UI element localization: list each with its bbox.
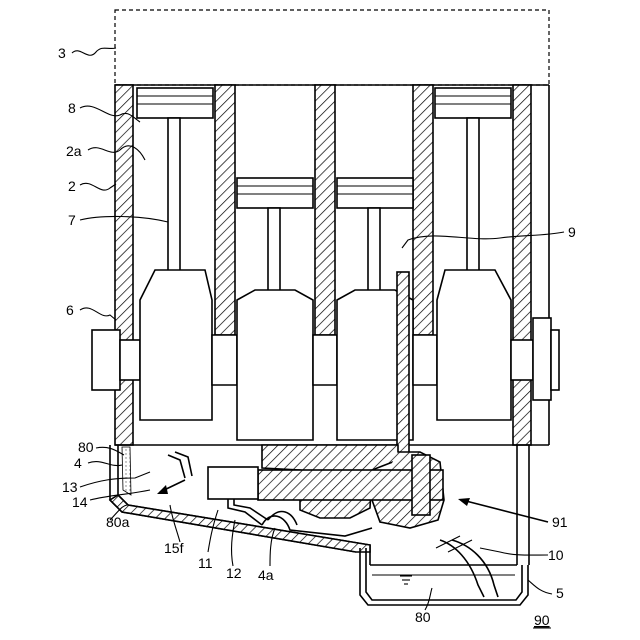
figure-number: 90 [534, 612, 550, 628]
label-80a: 80a [106, 514, 130, 530]
label-2a: 2a [66, 143, 82, 159]
label-10: 10 [548, 547, 564, 563]
cylinder-wall-2 [315, 85, 335, 335]
label-7: 7 [68, 212, 76, 228]
label-8: 8 [68, 100, 76, 116]
region-arrow [462, 500, 548, 522]
cylinder-wall-right [513, 85, 531, 445]
oil-level-symbol [400, 576, 412, 584]
label-3: 3 [58, 45, 66, 61]
label-12: 12 [226, 565, 242, 581]
oil-pump-body [208, 467, 258, 499]
label-13: 13 [62, 479, 78, 495]
cylinder-wall-1 [215, 85, 235, 335]
cylinder-wall-left [115, 85, 133, 445]
label-15f: 15f [164, 540, 184, 556]
drive-gear [412, 455, 430, 515]
region-arrowhead [458, 498, 470, 506]
label-2: 2 [68, 178, 76, 194]
cylinder-head-outline [115, 10, 549, 85]
label-9: 9 [568, 224, 576, 240]
oil-flow-arrowhead [157, 485, 168, 494]
label-80-top: 80 [78, 439, 94, 455]
label-11: 11 [198, 555, 213, 571]
label-4a: 4a [258, 567, 274, 583]
label-14: 14 [72, 494, 88, 510]
strainer-pipe [436, 536, 498, 597]
label-80-bottom: 80 [415, 609, 431, 625]
label-91: 91 [552, 514, 568, 530]
label-6: 6 [66, 302, 74, 318]
cylinder-wall-3 [413, 85, 433, 335]
label-5: 5 [556, 585, 564, 601]
label-4: 4 [74, 455, 82, 471]
